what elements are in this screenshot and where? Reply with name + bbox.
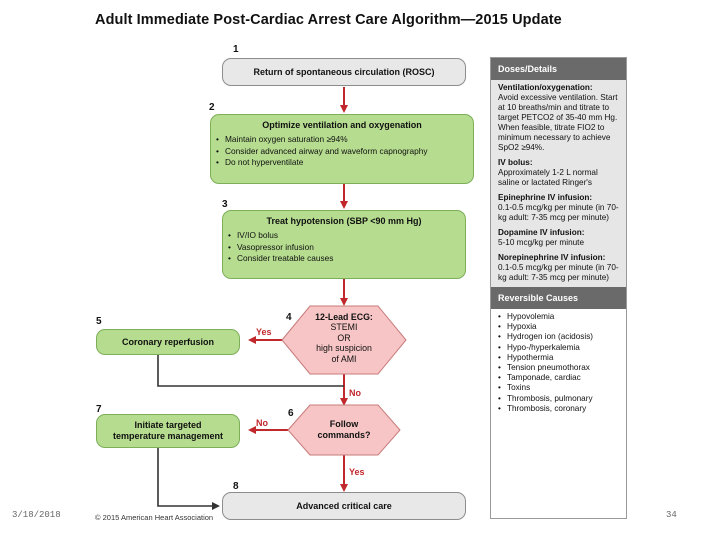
decision-ecg-line: of AMI bbox=[331, 353, 357, 364]
list-item: Vasopressor infusion bbox=[228, 242, 465, 254]
doses-details-body: Ventilation/oxygenation: Avoid excessive… bbox=[491, 80, 626, 287]
ventilation-text: Avoid excessive ventilation. Start at 10… bbox=[498, 93, 618, 152]
list-item: Toxins bbox=[498, 383, 619, 393]
list-item: IV/IO bolus bbox=[228, 230, 465, 242]
step-number: 8 bbox=[233, 481, 239, 492]
iv-bolus-text: Approximately 1-2 L normal saline or lac… bbox=[498, 168, 598, 187]
decision-ecg-line: STEMI bbox=[330, 322, 358, 333]
list-item: Consider advanced airway and waveform ca… bbox=[216, 146, 473, 158]
line-5-down bbox=[157, 355, 344, 387]
step-rosc-box: Return of spontaneous circulation (ROSC) bbox=[222, 58, 466, 86]
list-item: Hypothermia bbox=[498, 353, 619, 363]
step-temperature-line: temperature management bbox=[112, 431, 224, 441]
page-title: Adult Immediate Post-Cardiac Arrest Care… bbox=[95, 12, 562, 28]
dopamine-heading: Dopamine IV infusion: bbox=[498, 228, 585, 237]
list-item: Thrombosis, pulmonary bbox=[498, 394, 619, 404]
step-hypotension-title: Treat hypotension (SBP <90 mm Hg) bbox=[266, 216, 422, 226]
list-item: Maintain oxygen saturation ≥94% bbox=[216, 134, 473, 146]
yes-label: Yes bbox=[349, 467, 365, 477]
decision-diamond-commands bbox=[287, 404, 401, 456]
decision-diamond-ecg bbox=[281, 305, 407, 375]
arrowhead-7-8 bbox=[212, 502, 220, 510]
list-item: Tamponade, cardiac bbox=[498, 373, 619, 383]
step-ventilation-title: Optimize ventilation and oxygenation bbox=[262, 120, 422, 130]
list-item: Hypovolemia bbox=[498, 312, 619, 322]
step-critical-care-box: Advanced critical care bbox=[222, 492, 466, 520]
ventilation-detail: Ventilation/oxygenation: Avoid excessive… bbox=[498, 83, 619, 153]
copyright-text: © 2015 American Heart Association bbox=[95, 513, 214, 522]
step-hypotension-list: IV/IO bolus Vasopressor infusion Conside… bbox=[223, 230, 465, 265]
line-7-down bbox=[157, 448, 212, 507]
decision-commands-line: commands? bbox=[317, 430, 371, 440]
epinephrine-text: 0.1-0.5 mcg/kg per minute (in 70-kg adul… bbox=[498, 203, 619, 222]
iv-bolus-heading: IV bolus: bbox=[498, 158, 533, 167]
step-number: 7 bbox=[96, 404, 102, 415]
step-reperfusion-label: Coronary reperfusion bbox=[121, 337, 215, 347]
step-temperature-box: Initiate targeted temperature management bbox=[96, 414, 240, 448]
step-number: 3 bbox=[222, 199, 228, 210]
reversible-causes-header: Reversible Causes bbox=[491, 287, 626, 309]
step-number: 1 bbox=[233, 44, 239, 55]
step-number: 5 bbox=[96, 316, 102, 327]
decision-commands-text: Follow commands? bbox=[304, 419, 384, 441]
list-item: Hydrogen ion (acidosis) bbox=[498, 332, 619, 342]
iv-bolus-detail: IV bolus: Approximately 1-2 L normal sal… bbox=[498, 158, 619, 188]
doses-details-header: Doses/Details bbox=[491, 58, 626, 80]
no-label: No bbox=[349, 388, 361, 398]
step-rosc-label: Return of spontaneous circulation (ROSC) bbox=[253, 67, 435, 77]
epinephrine-heading: Epinephrine IV infusion: bbox=[498, 193, 593, 202]
norepinephrine-detail: Norepinephrine IV infusion: 0.1-0.5 mcg/… bbox=[498, 253, 619, 283]
epinephrine-detail: Epinephrine IV infusion: 0.1-0.5 mcg/kg … bbox=[498, 193, 619, 223]
slide-page-number: 34 bbox=[666, 510, 677, 520]
decision-ecg-line: high suspicion bbox=[316, 343, 372, 354]
decision-ecg-line: OR bbox=[337, 332, 351, 343]
decision-ecg-line: 12-Lead ECG: bbox=[315, 312, 373, 322]
step-number: 6 bbox=[288, 408, 294, 419]
list-item: Do not hyperventilate bbox=[216, 157, 473, 169]
decision-commands-line: Follow bbox=[329, 419, 359, 429]
list-item: Hypo-/hyperkalemia bbox=[498, 343, 619, 353]
slide-date: 3/18/2018 bbox=[12, 510, 61, 520]
step-ventilation-list: Maintain oxygen saturation ≥94% Consider… bbox=[211, 134, 473, 169]
dopamine-text: 5-10 mcg/kg per minute bbox=[498, 238, 585, 247]
list-item: Thrombosis, coronary bbox=[498, 404, 619, 414]
yes-label: Yes bbox=[256, 327, 272, 337]
list-item: Hypoxia bbox=[498, 322, 619, 332]
doses-details-panel: Doses/Details Ventilation/oxygenation: A… bbox=[490, 57, 627, 519]
list-item: Consider treatable causes bbox=[228, 253, 465, 265]
list-item: Tension pneumothorax bbox=[498, 363, 619, 373]
no-label: No bbox=[256, 418, 268, 428]
step-number: 4 bbox=[286, 312, 292, 323]
ventilation-heading: Ventilation/oxygenation: bbox=[498, 83, 593, 92]
dopamine-detail: Dopamine IV infusion: 5-10 mcg/kg per mi… bbox=[498, 228, 619, 248]
reversible-causes-list: Hypovolemia Hypoxia Hydrogen ion (acidos… bbox=[491, 309, 626, 414]
step-number: 2 bbox=[209, 102, 215, 113]
decision-ecg-text: 12-Lead ECG: STEMI OR high suspicion of … bbox=[300, 312, 388, 364]
norepinephrine-heading: Norepinephrine IV infusion: bbox=[498, 253, 606, 262]
step-hypotension-box: Treat hypotension (SBP <90 mm Hg) IV/IO … bbox=[222, 210, 466, 279]
step-reperfusion-box: Coronary reperfusion bbox=[96, 329, 240, 355]
step-ventilation-box: Optimize ventilation and oxygenation Mai… bbox=[210, 114, 474, 184]
step-temperature-line: Initiate targeted bbox=[134, 420, 202, 430]
step-critical-care-label: Advanced critical care bbox=[296, 501, 392, 511]
norepinephrine-text: 0.1-0.5 mcg/kg per minute (in 70-kg adul… bbox=[498, 263, 619, 282]
